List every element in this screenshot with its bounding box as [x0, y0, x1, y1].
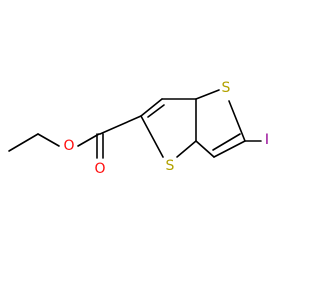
- bond-ch2-o: [37, 133, 60, 147]
- sulfur-top-label: S: [222, 80, 231, 96]
- bond-right-ring-d: [195, 140, 215, 158]
- sulfur-bottom-label: S: [166, 158, 175, 174]
- oxygen-carbonyl-label: O: [94, 161, 105, 177]
- molecule-canvas: O O S S I: [8, 80, 269, 177]
- oxygen-ester-label: O: [63, 138, 74, 154]
- bond-left-ring-e: [140, 115, 164, 158]
- bond-right-ring-c: [213, 140, 246, 158]
- bond-left-ring-a-inner: [147, 104, 165, 118]
- bond-left-ring-a: [140, 98, 163, 117]
- bond-left-ring-d: [176, 140, 197, 158]
- molecule-structure: O O S S I: [8, 80, 269, 177]
- bond-right-ring-a: [195, 89, 220, 100]
- bond-right-ring-b: [228, 100, 246, 142]
- bond-o-carbonyl-carbon: [77, 133, 100, 147]
- iodine-label: I: [265, 132, 269, 148]
- bond-ch3-ch2: [8, 133, 39, 152]
- bond-right-ring-c-inner: [212, 133, 241, 151]
- bond-carbonyl-ring: [99, 115, 142, 135]
